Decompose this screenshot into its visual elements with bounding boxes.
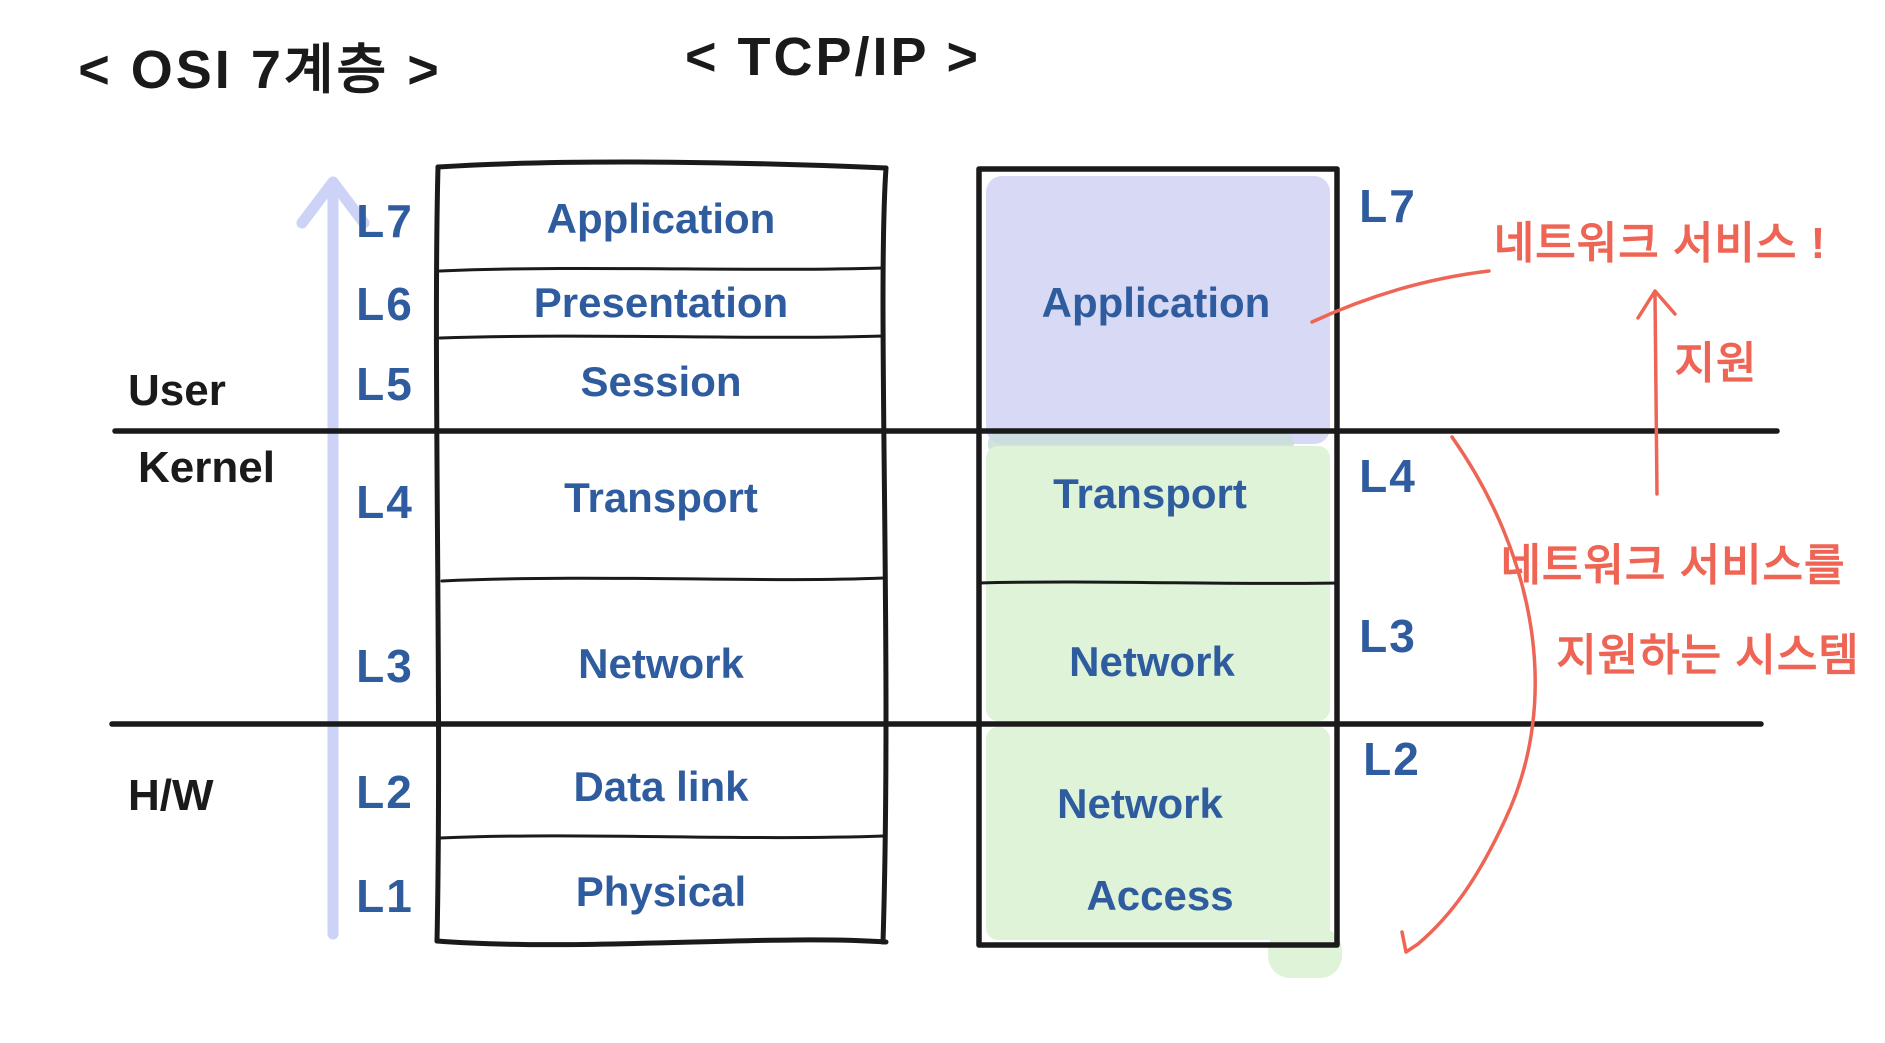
tcpip-divider-transport-network <box>977 580 1339 585</box>
osi-divider-l7-l6 <box>438 266 886 273</box>
network-access-green-highlight <box>986 727 1330 940</box>
osi-layer-session: Session <box>580 358 741 405</box>
application-callout-line <box>1310 269 1491 324</box>
osi-box-left-border <box>433 164 442 944</box>
osi-box <box>433 159 889 948</box>
osi-l6-label: L6 <box>356 278 414 330</box>
green-spill-blob <box>1268 928 1342 978</box>
osi-layer-physical: Physical <box>576 868 746 915</box>
osi-layer-numbers: L7 L6 L5 L4 L3 L2 L1 <box>356 195 414 922</box>
osi-l3-label: L3 <box>356 640 414 692</box>
osi-l7-label: L7 <box>356 195 414 247</box>
osi-divider-l4-l3 <box>440 576 886 583</box>
osi-l1-label: L1 <box>356 870 414 922</box>
tcpip-layer-application: Application <box>1042 279 1271 326</box>
tcpip-layer-transport: Transport <box>1053 470 1247 517</box>
tcpip-layer-names: Application Transport Network Network Ac… <box>1042 279 1271 919</box>
tcpip-l7-label: L7 <box>1359 180 1417 232</box>
support-arrow-head <box>1636 289 1677 320</box>
red-annotations: 네트워크 서비스 ! 지원 네트워크 서비스를 지원하는 시스템 <box>1310 219 1860 954</box>
zone-label-user: User <box>128 366 226 415</box>
osi-box-top-border <box>435 159 889 171</box>
osi-box-bottom-border <box>434 937 889 948</box>
zone-label-hw: H/W <box>128 771 214 820</box>
support-note: 지원 <box>1675 339 1758 388</box>
osi-layer-names: Application Presentation Session Transpo… <box>534 195 788 915</box>
osi-layer-datalink: Data link <box>573 763 749 810</box>
tcpip-box-border <box>976 166 1340 948</box>
tcpip-l2-label: L2 <box>1363 733 1421 785</box>
tcpip-layer-network-access-line1: Network <box>1057 780 1223 827</box>
tcpip-l3-label: L3 <box>1359 610 1417 662</box>
tcpip-layer-network: Network <box>1069 638 1235 685</box>
osi-box-right-border <box>880 165 889 945</box>
tcpip-layer-numbers: L7 L4 L3 L2 <box>1359 180 1421 785</box>
application-purple-highlight <box>986 176 1330 444</box>
tcpip-box <box>976 166 1340 948</box>
tcpip-layer-network-access-line2: Access <box>1086 872 1233 919</box>
tcpip-title: < TCP/IP > <box>685 27 981 87</box>
osi-l2-label: L2 <box>356 766 414 818</box>
osi-layer-network: Network <box>578 640 744 687</box>
layer-direction-arrow-head <box>296 176 370 229</box>
osi-layer-application: Application <box>547 195 776 242</box>
osi-layer-transport: Transport <box>564 474 758 521</box>
zone-label-kernel: Kernel <box>138 443 275 492</box>
osi-l4-label: L4 <box>356 476 414 528</box>
system-scope-bracket <box>1400 435 1537 954</box>
osi-layer-presentation: Presentation <box>534 279 788 326</box>
network-service-note: 네트워크 서비스 ! <box>1494 219 1826 268</box>
support-arrow-stem <box>1653 293 1659 496</box>
osi-divider-l6-l5 <box>438 334 886 340</box>
osi-l5-label: L5 <box>356 358 414 410</box>
osi-divider-l2-l1 <box>438 834 886 840</box>
tcpip-l4-label: L4 <box>1359 450 1417 502</box>
system-note-line1: 네트워크 서비스를 <box>1500 541 1845 590</box>
osi-title: < OSI 7계층 > <box>78 40 442 100</box>
system-note-line2: 지원하는 시스템 <box>1556 631 1860 680</box>
